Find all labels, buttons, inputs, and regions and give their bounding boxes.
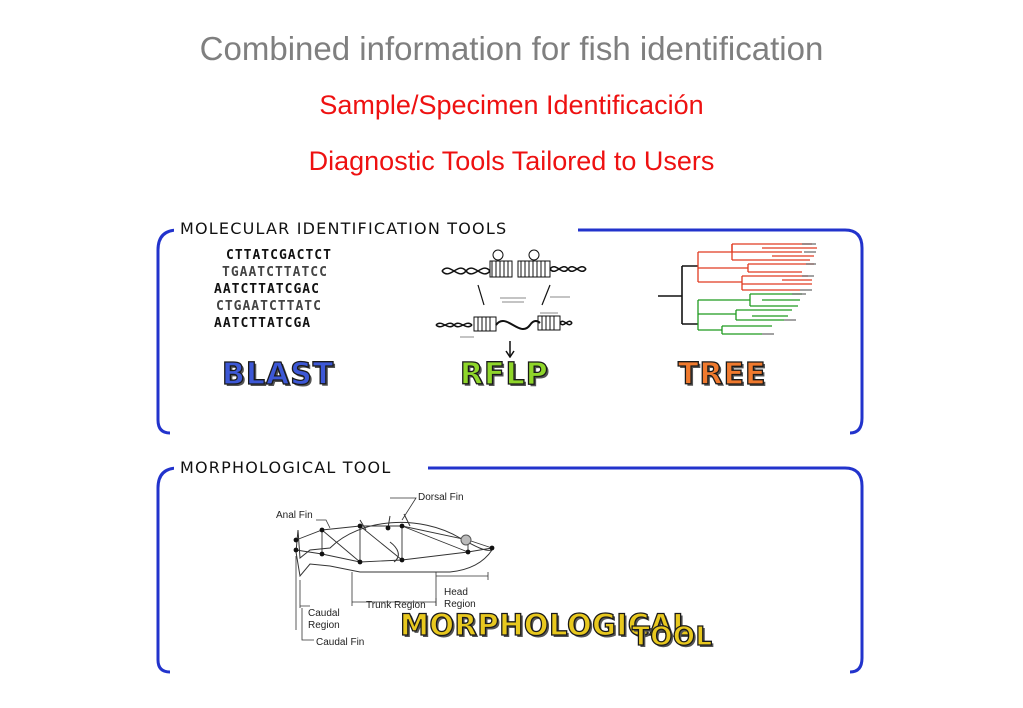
subtitle-specimen-identification: Sample/Specimen Identificación — [319, 90, 704, 120]
sequence-line: AATCTTATCGA — [214, 316, 312, 331]
dorsal-fin-label: Dorsal Fin — [418, 492, 464, 503]
sequence-line: AATCTTATCGAC — [214, 282, 320, 297]
morphological-logo-word: MORPHOLOGICAL — [399, 607, 692, 642]
subtitle-diagnostic-tools: Diagnostic Tools Tailored to Users — [308, 146, 715, 176]
caudal-fin-label: Caudal Fin — [316, 637, 365, 648]
tool-logo-word: TOOL — [631, 621, 713, 652]
phylogenetic-tree-diagram — [658, 243, 817, 335]
tree-tool-label: TREE — [677, 356, 767, 392]
blast-tool-label: BLAST — [221, 356, 335, 392]
morphological-panel-heading: MORPHOLOGICAL TOOL — [174, 458, 398, 477]
caudal-region-label: Caudal Region — [308, 608, 340, 631]
rflp-tool-label: RFLP — [459, 356, 549, 392]
trunk-region-label: Trunk Region — [366, 600, 426, 611]
molecular-panel-heading: MOLECULAR IDENTIFICATION TOOLS — [174, 219, 514, 238]
fish-morphometric-diagram — [293, 497, 495, 641]
rflp-diagram — [435, 249, 587, 358]
head-region-label: Head Region — [444, 587, 476, 610]
sequence-line: CTTATCGACTCT — [226, 248, 332, 263]
sequence-line: TGAATCTTATCC — [222, 265, 328, 280]
slide-title: Combined information for fish identifica… — [199, 30, 824, 67]
sequence-line: CTGAATCTTATC — [216, 299, 322, 314]
sequence-alignment: CTTATCGACTCT TGAATCTTATCC AATCTTATCGAC C… — [214, 248, 332, 331]
anal-fin-label: Anal Fin — [276, 510, 313, 521]
